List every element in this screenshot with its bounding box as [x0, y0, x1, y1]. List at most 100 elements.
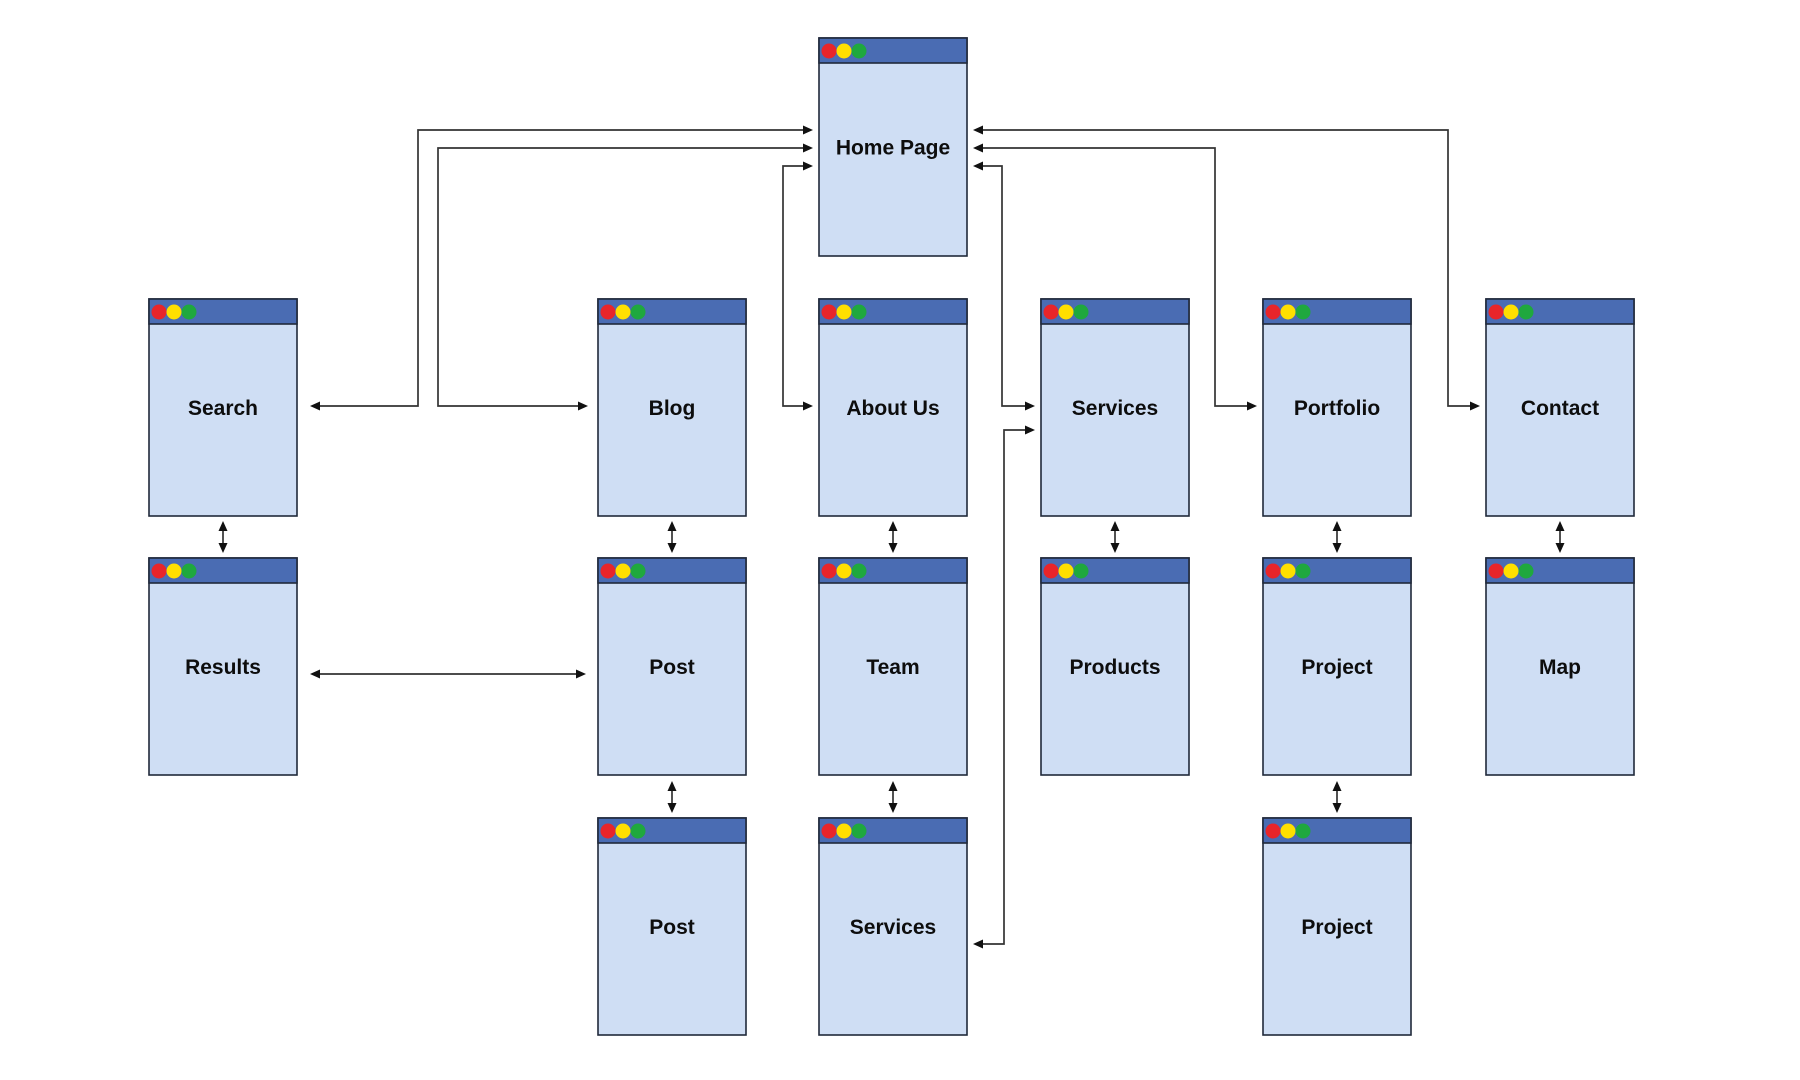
- traffic-light-red-icon: [1265, 563, 1281, 579]
- arrowhead-icon: [1470, 401, 1480, 411]
- window-body: [1262, 298, 1412, 517]
- arrowhead-icon: [973, 161, 983, 171]
- window-node-home: Home Page: [818, 37, 968, 257]
- traffic-light-green-icon: [1073, 563, 1089, 579]
- window-node-services: Services: [1040, 298, 1190, 517]
- arrowhead-icon: [310, 401, 320, 411]
- window-node-post2: Post: [597, 817, 747, 1036]
- traffic-light-red-icon: [821, 823, 837, 839]
- traffic-light-green-icon: [1518, 563, 1534, 579]
- traffic-light-yellow-icon: [836, 304, 852, 320]
- window-node-search: Search: [148, 298, 298, 517]
- node-label-products: Products: [1069, 656, 1160, 679]
- edge-home-services: [973, 161, 1035, 411]
- traffic-light-yellow-icon: [836, 43, 852, 59]
- traffic-light-red-icon: [821, 304, 837, 320]
- window-node-blog: Blog: [597, 298, 747, 517]
- connector-line: [437, 147, 806, 407]
- connector-line: [980, 165, 1028, 407]
- arrowhead-icon: [803, 125, 813, 135]
- node-label-services2: Services: [850, 916, 936, 939]
- traffic-light-green-icon: [851, 43, 867, 59]
- traffic-light-red-icon: [1488, 304, 1504, 320]
- traffic-light-green-icon: [851, 304, 867, 320]
- window-body: [1485, 557, 1635, 776]
- traffic-light-red-icon: [600, 823, 616, 839]
- edge-services-services2: [973, 425, 1035, 949]
- arrowhead-icon: [218, 543, 228, 553]
- node-label-home: Home Page: [836, 137, 950, 160]
- connector-line: [980, 129, 1473, 407]
- window-body: [597, 557, 747, 776]
- traffic-light-yellow-icon: [1280, 823, 1296, 839]
- traffic-light-red-icon: [1265, 823, 1281, 839]
- connector-line: [980, 429, 1028, 945]
- arrowhead-icon: [667, 781, 677, 791]
- window-body: [1485, 298, 1635, 517]
- arrowhead-icon: [667, 543, 677, 553]
- arrowhead-icon: [1025, 401, 1035, 411]
- window-body: [818, 557, 968, 776]
- arrowhead-icon: [667, 521, 677, 531]
- window-titlebar: [1262, 557, 1412, 584]
- node-label-post2: Post: [649, 916, 695, 939]
- traffic-light-red-icon: [1043, 304, 1059, 320]
- node-label-blog: Blog: [649, 397, 696, 420]
- node-label-services: Services: [1072, 397, 1158, 420]
- traffic-light-green-icon: [630, 823, 646, 839]
- traffic-light-yellow-icon: [1503, 304, 1519, 320]
- window-node-post1: Post: [597, 557, 747, 776]
- traffic-light-green-icon: [851, 823, 867, 839]
- edge-post-post2: [667, 781, 677, 813]
- arrowhead-icon: [667, 803, 677, 813]
- traffic-light-green-icon: [851, 563, 867, 579]
- window-body: [818, 37, 968, 257]
- traffic-light-red-icon: [821, 563, 837, 579]
- arrowhead-icon: [1332, 781, 1342, 791]
- traffic-light-red-icon: [151, 563, 167, 579]
- node-label-post1: Post: [649, 656, 695, 679]
- arrowhead-icon: [1025, 425, 1035, 435]
- node-label-contact: Contact: [1521, 397, 1599, 420]
- edge-about-team: [888, 521, 898, 553]
- edge-services-products: [1110, 521, 1120, 553]
- window-node-project1: Project: [1262, 557, 1412, 776]
- arrowhead-icon: [803, 161, 813, 171]
- edge-team-services2: [888, 781, 898, 813]
- arrowhead-icon: [888, 781, 898, 791]
- arrowhead-icon: [218, 521, 228, 531]
- edge-portfolio-project: [1332, 521, 1342, 553]
- arrowhead-icon: [1247, 401, 1257, 411]
- arrowhead-icon: [578, 401, 588, 411]
- node-label-project1: Project: [1301, 656, 1372, 679]
- arrowhead-icon: [1332, 803, 1342, 813]
- window-node-map: Map: [1485, 557, 1635, 776]
- window-body: [148, 298, 298, 517]
- arrowhead-icon: [310, 669, 320, 679]
- traffic-light-red-icon: [600, 563, 616, 579]
- edge-home-about: [782, 161, 813, 411]
- arrowhead-icon: [1332, 543, 1342, 553]
- window-titlebar: [597, 298, 747, 325]
- traffic-light-yellow-icon: [1503, 563, 1519, 579]
- edge-blog-post: [667, 521, 677, 553]
- window-node-products: Products: [1040, 557, 1190, 776]
- edge-project1-project2: [1332, 781, 1342, 813]
- edge-home-contact: [973, 125, 1480, 411]
- traffic-light-green-icon: [181, 563, 197, 579]
- traffic-light-green-icon: [1295, 304, 1311, 320]
- window-body: [1040, 298, 1190, 517]
- traffic-light-green-icon: [1295, 823, 1311, 839]
- window-node-project2: Project: [1262, 817, 1412, 1036]
- traffic-light-red-icon: [151, 304, 167, 320]
- edge-results-post: [310, 669, 586, 679]
- traffic-light-green-icon: [630, 563, 646, 579]
- window-node-team: Team: [818, 557, 968, 776]
- node-label-portfolio: Portfolio: [1294, 397, 1380, 420]
- traffic-light-green-icon: [1073, 304, 1089, 320]
- connector-line: [782, 165, 806, 407]
- traffic-light-red-icon: [1488, 563, 1504, 579]
- arrowhead-icon: [1332, 521, 1342, 531]
